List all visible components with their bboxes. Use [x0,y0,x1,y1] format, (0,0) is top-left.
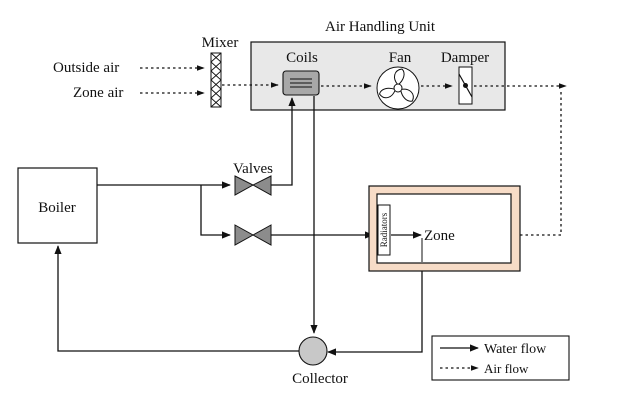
fan-label: Fan [389,50,412,66]
collector-label: Collector [292,371,348,387]
collector-icon [298,336,328,366]
zone-label: Zone [424,228,455,244]
coils-label: Coils [286,50,318,66]
zone-air-label: Zone air [73,85,123,101]
boiler-box [17,167,98,244]
radiators-label: Radiators [379,212,389,247]
valves-label: Valves [233,161,273,177]
branch-to-lower-valve-arrow [200,185,231,239]
damper-label: Damper [441,50,489,66]
boiler-label: Boiler [38,200,76,216]
ahu-label: Air Handling Unit [325,19,436,35]
damper-icon [458,66,473,105]
zone-to-collector-arrow [327,271,423,356]
valve-to-coils-arrow [271,97,296,186]
legend: Water flow Air flow [431,335,570,381]
radiators-box [377,204,391,256]
zone-inner-box [376,193,512,264]
mixer-icon [210,52,222,108]
legend-box [431,335,570,381]
lower-valve-icon [234,224,272,246]
outside-air-label: Outside air [53,60,119,76]
mixer-label: Mixer [202,35,239,51]
supply-air-to-zone-arrow [497,92,562,238]
coils-icon [282,70,320,96]
upper-valve-icon [234,175,272,196]
fan-icon [376,66,420,110]
collector-to-boiler-arrow [54,245,299,352]
legend-water-flow-label: Water flow [484,342,547,357]
legend-air-flow-label: Air flow [484,361,529,376]
